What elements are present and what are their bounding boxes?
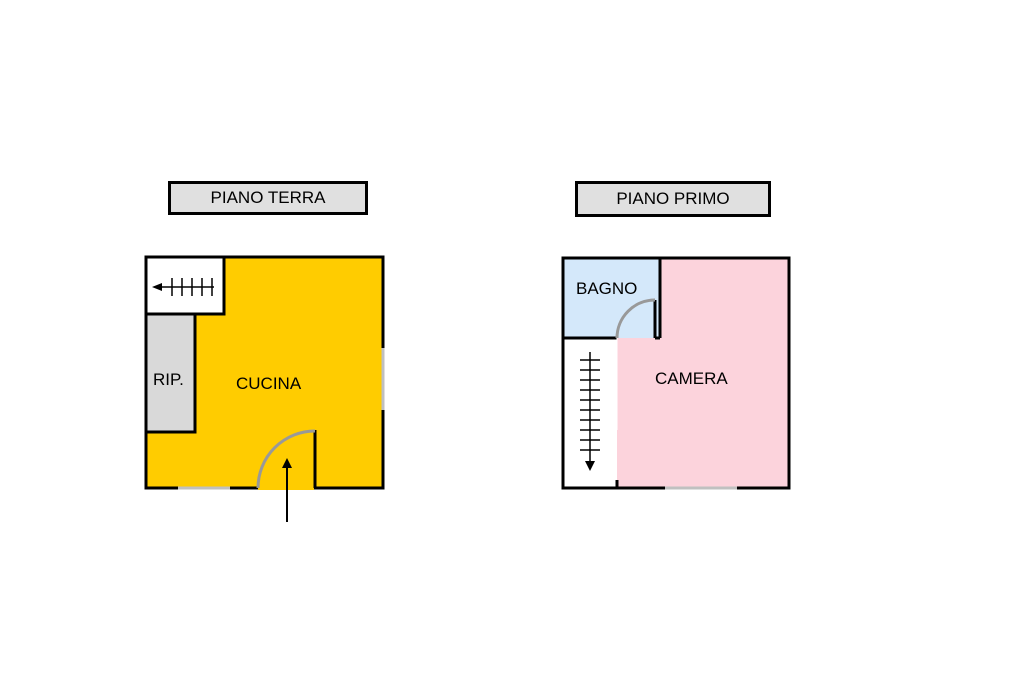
first-floor-plan: BAGNO CAMERA xyxy=(561,256,791,490)
entrance-arrow-icon xyxy=(282,458,292,522)
bedroom-label: CAMERA xyxy=(655,369,728,388)
kitchen-label: CUCINA xyxy=(236,374,302,393)
door-swing-icon xyxy=(256,429,316,489)
ground-floor-title: PIANO TERRA xyxy=(168,181,368,215)
bathroom-label: BAGNO xyxy=(576,279,637,298)
bathroom-room xyxy=(563,258,660,338)
door-swing-icon xyxy=(615,298,656,339)
stair-arrow-left-icon xyxy=(152,278,214,296)
storage-label: RIP. xyxy=(153,370,184,389)
ground-floor-plan: CUCINA RIP. xyxy=(144,255,385,522)
first-floor-title: PIANO PRIMO xyxy=(575,181,771,217)
storage-room xyxy=(144,312,197,434)
stair-arrow-down-icon xyxy=(580,352,600,471)
